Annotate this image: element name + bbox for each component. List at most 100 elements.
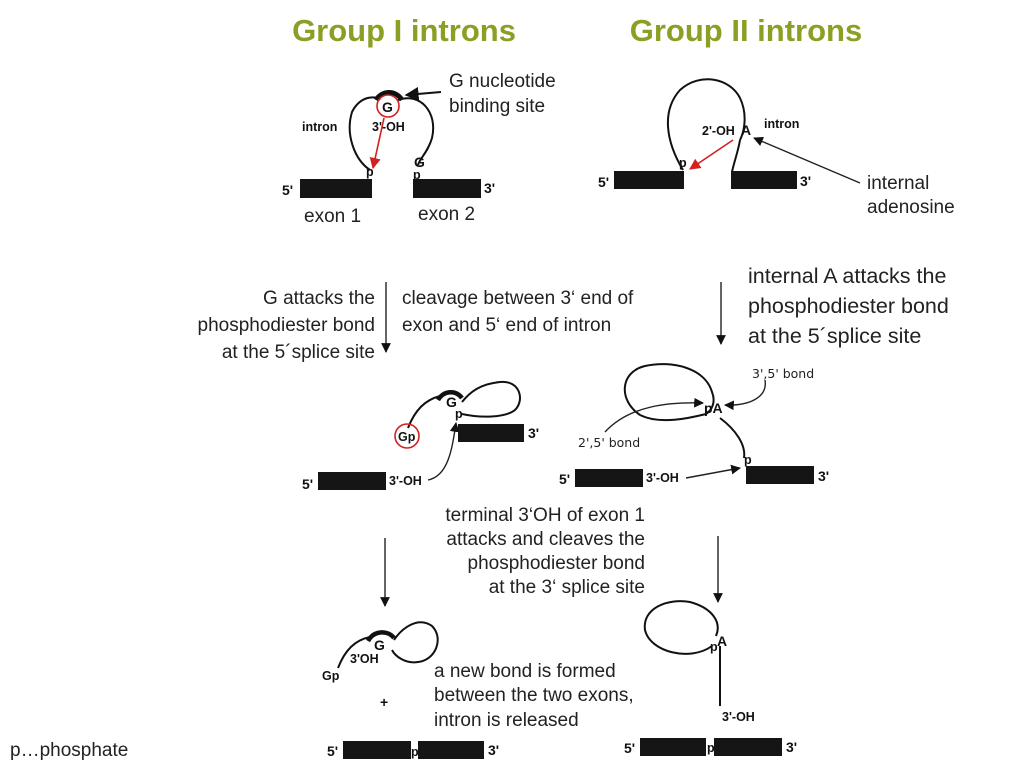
g1-mid-attack-arrow <box>427 422 460 481</box>
step2-line-2: attacks and cleaves the <box>446 529 645 550</box>
step2-line-1: terminal 3‘OH of exon 1 <box>445 505 645 526</box>
g2-adenosine-pointer <box>753 136 861 184</box>
g1-binding-label-2: binding site <box>449 96 545 117</box>
g1-mid-binding-arc <box>436 390 464 402</box>
step3-line-2: between the two exons, <box>434 685 634 706</box>
g1-p2-label: p <box>413 168 421 182</box>
g1-mid-gp-label: Gp <box>398 430 416 444</box>
g2-bottom-five-label: 5' <box>624 740 635 756</box>
g2-intron-tail <box>731 139 741 173</box>
g1-mid-five-label: 5' <box>302 476 313 492</box>
g2-mid-pa-label: pA <box>704 400 723 416</box>
g1-exon1-bar <box>300 179 372 198</box>
g1-bottom-p-label: p <box>411 745 419 759</box>
g2-mid-p-label: p <box>744 453 752 467</box>
step2-line-4: at the 3‘ splice site <box>489 577 645 598</box>
g2-mid-bond25-label: 2',5' bond <box>578 435 640 450</box>
g2-intermediate-structure: pA 3',5' bond 2',5' bond p 3' 5' 3'-OH <box>559 363 829 487</box>
g1-bottom-five-label: 5' <box>327 743 338 759</box>
g1-g-label: G <box>382 99 393 115</box>
g1-binding-site-circle <box>376 94 400 118</box>
g1-final-structure: G 3'OH Gp + 5' p 3' <box>322 621 499 759</box>
g2-step1-line-3: at the 5´splice site <box>748 324 921 348</box>
g2-mid-bond35-arrow <box>724 379 766 411</box>
g1-attack-arrow <box>369 117 385 170</box>
g1-bottom-intron-loop <box>391 621 439 664</box>
g1-bottom-gp-label: Gp <box>322 669 340 683</box>
g2-p-label: p <box>679 156 687 170</box>
g1-three-label: 3' <box>484 180 495 196</box>
g1-mid-intron-loop <box>461 380 521 418</box>
g2-bottom-lariat <box>643 600 719 655</box>
g2-intron-label: intron <box>764 117 799 131</box>
g1-intron-loop <box>348 96 381 171</box>
g2-internal-label-1: internal <box>867 173 929 194</box>
g1-mid-oh-label: 3'-OH <box>389 474 422 488</box>
g1-binding-pointer <box>404 86 442 101</box>
g2-oh-label: 2'-OH <box>702 124 735 138</box>
g1-five-label: 5' <box>282 182 293 198</box>
g2-mid-tail <box>719 417 746 459</box>
g1-exon2-label: exon 2 <box>418 204 475 225</box>
g2-mid-three-label: 3' <box>818 468 829 484</box>
g2-exon2-bar <box>731 171 797 189</box>
g2-bottom-oh-label: 3'-OH <box>722 710 755 724</box>
g1-exon1-label: exon 1 <box>304 206 361 227</box>
g1-binding-label-1: G nucleotide <box>449 71 556 92</box>
g1-step1-left-1: G attacks the <box>263 288 375 309</box>
g1-exon2-bar <box>413 179 481 198</box>
g2-attack-arrow <box>689 139 734 170</box>
g1-initial-structure: G 3'-OH intron G p p 5' 3' exon 1 exon 2… <box>282 71 556 227</box>
g1-step1-right-1: cleavage between 3‘ end of <box>402 288 634 309</box>
g2-exon1-bar <box>614 171 684 189</box>
g2-bottom-exon2-bar <box>714 738 782 756</box>
g1-step1-left-2: phosphodiester bond <box>198 315 375 336</box>
group1-title: Group I introns <box>292 13 516 48</box>
g2-bottom-p-label: p <box>710 640 718 654</box>
g2-mid-exon1-bar <box>575 469 643 487</box>
group2-title: Group II introns <box>630 13 863 48</box>
g1-bottom-oh-label: 3'OH <box>350 652 379 666</box>
g1-binding-site-arc <box>373 90 405 102</box>
g1-oh-label: 3'-OH <box>372 120 405 134</box>
g1-step1-left-3: at the 5´splice site <box>222 342 375 363</box>
g1-g2-label: G <box>414 154 425 170</box>
g1-mid-intron-strand <box>407 395 441 429</box>
g1-bottom-g-label: G <box>374 637 385 653</box>
g1-intron-label: intron <box>302 120 337 134</box>
g2-step1-line-1: internal A attacks the <box>748 264 946 288</box>
g1-p1-label: p <box>366 165 374 179</box>
step2-line-3: phosphodiester bond <box>468 553 645 574</box>
g1-intermediate-structure: Gp G p 3' 5' 3'-OH <box>302 380 539 492</box>
g2-mid-attack-arrow <box>685 464 741 479</box>
g1-mid-exon1-bar <box>318 472 386 490</box>
g1-bottom-binding-arc <box>366 630 396 643</box>
g2-a-label: A <box>741 122 751 138</box>
g1-bottom-strand <box>337 636 371 669</box>
g2-final-structure: p A 3'-OH 5' p 3' <box>624 600 797 756</box>
step3-line-1: a new bond is formed <box>434 661 616 682</box>
g1-bottom-plus: + <box>380 694 388 710</box>
g2-mid-oh-label: 3'-OH <box>646 471 679 485</box>
g1-bottom-exon2-bar <box>418 741 484 759</box>
g1-mid-exon2-bar <box>458 424 524 442</box>
g2-mid-bond35-label: 3',5' bond <box>752 366 814 381</box>
g1-mid-three-label: 3' <box>528 425 539 441</box>
g2-mid-bond25-arrow <box>604 397 704 433</box>
g1-bottom-three-label: 3' <box>488 742 499 758</box>
g2-bottom-three-label: 3' <box>786 739 797 755</box>
phosphate-footnote: p…phosphate <box>10 740 128 761</box>
g2-intron-lariat-loop <box>667 78 746 171</box>
g2-three-label: 3' <box>800 173 811 189</box>
g2-bottom-exon1-bar <box>640 738 706 756</box>
g1-step1-right-2: exon and 5‘ end of intron <box>402 315 611 336</box>
g2-mid-lariat-bottom <box>639 413 707 422</box>
g2-step1-line-2: phosphodiester bond <box>748 294 949 318</box>
g1-bottom-exon1-bar <box>343 741 411 759</box>
g2-internal-label-2: adenosine <box>867 197 955 218</box>
g1-mid-p-label: p <box>455 407 463 421</box>
g2-bottom-pj-label: p <box>707 741 715 755</box>
g2-mid-five-label: 5' <box>559 471 570 487</box>
g2-bottom-a-label: A <box>717 633 727 649</box>
